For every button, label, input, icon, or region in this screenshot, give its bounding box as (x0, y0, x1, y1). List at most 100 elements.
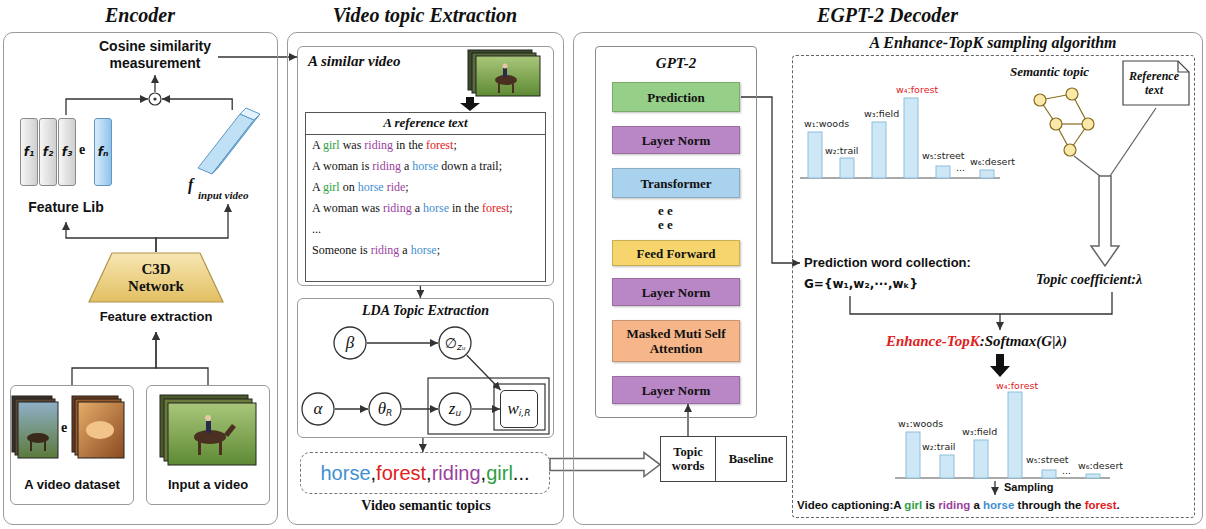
layer-box: Layer Norm (612, 126, 740, 154)
node-text: EGPT-2 Decoder (574, 4, 1201, 27)
label: e e (658, 204, 673, 218)
feature-vector: f₂ (39, 118, 57, 186)
connector (156, 204, 228, 252)
node-text: Prediction (647, 90, 705, 105)
label-slot: Semantic topic (1010, 64, 1089, 80)
node-text: C3D Network (121, 261, 191, 295)
node-subtext: A girl on horse ride; (306, 177, 545, 198)
variable-circle: θR (368, 392, 402, 426)
node-text: Layer Norm (642, 383, 711, 398)
node-text: Baseline (729, 452, 773, 466)
label: w₄:forest (896, 84, 938, 95)
merge-arrow (990, 354, 1010, 377)
node-text: Cosine similarity measurement (92, 38, 218, 72)
text-slot: GPT-2 (596, 55, 756, 72)
histogram (800, 178, 1000, 179)
histogram (940, 455, 954, 478)
input-feature-prism (198, 108, 260, 174)
label: Video captioning:A girl is riding a hors… (797, 499, 1193, 511)
node-text: Masked Muti Self Attention (613, 326, 739, 356)
label-slot: :Softmax(G|λ) (980, 333, 1067, 350)
video-frames (168, 403, 256, 465)
label: w₁:woods (898, 418, 943, 429)
connector (420, 286, 421, 298)
thick-arrow (460, 97, 480, 111)
node-subtext: A girl was riding in the forest; (306, 135, 545, 156)
node-text: β (346, 333, 354, 353)
label: w₃:field (864, 108, 899, 119)
histogram (980, 170, 994, 178)
label-slot: w₄:forest (896, 84, 938, 95)
topic-graph (1034, 94, 1046, 106)
node-text: A similar video (308, 53, 468, 70)
node-text: LDA Topic Extraction (298, 303, 553, 319)
video-frames (198, 441, 201, 455)
input-cell: Baseline (715, 436, 787, 482)
circle-outline (369, 393, 401, 425)
histogram (904, 98, 918, 178)
video-frames (30, 441, 32, 451)
video-frames (206, 421, 211, 433)
node-text: f₁ (24, 145, 34, 159)
feature-vector: f₃ (58, 118, 76, 186)
layer-box: Masked Muti Self Attention (612, 320, 740, 362)
node-text: z (449, 399, 456, 419)
trapezoid-outline (89, 253, 223, 302)
thick-arrow (460, 97, 480, 111)
merge-arrow (994, 481, 995, 495)
node-text: A reference text (306, 113, 545, 135)
layer-box: Prediction (612, 82, 740, 112)
label: w₅:street (922, 150, 965, 161)
input-cell: Topic words (660, 436, 716, 482)
feature-lib: Feature Lib f₁ f₂ f₃ fₙ (16, 115, 116, 222)
label: w₆:desert (970, 156, 1015, 167)
topic-graph (1082, 118, 1094, 130)
node-text: Video topic Extraction (288, 4, 562, 27)
connector (66, 99, 148, 115)
video-frames (512, 83, 514, 93)
variable-circle: β (333, 326, 367, 360)
node-text: fₙ (98, 145, 109, 159)
layer-box: Layer Norm (612, 376, 740, 404)
label-slot: ... (956, 162, 965, 173)
video-frames (498, 83, 500, 93)
panel: EncoderCosine similarity measurementFeat… (3, 32, 278, 525)
connector (422, 438, 423, 452)
text-slot: A similar video (308, 53, 468, 70)
circle-outline (302, 393, 334, 425)
dot-product-circle (153, 97, 156, 100)
video-frames (476, 56, 540, 96)
label: Enhance-TopK (886, 333, 980, 350)
text-slot: Feature extraction (76, 309, 236, 324)
connector (335, 408, 368, 409)
label: Semantic topic (1010, 64, 1089, 80)
gpt2-box: GPT-2PredictionLayer NormTransformerFeed… (595, 46, 757, 418)
node-subtext: A woman was riding a horse in the forest… (306, 198, 545, 219)
node-text: f₂ (43, 145, 53, 159)
histogram (895, 478, 1110, 479)
leader-arrow (154, 75, 155, 92)
lda-plates (494, 384, 545, 430)
histogram (906, 432, 920, 478)
hollow-arrow (550, 453, 660, 477)
label-slot: G={w₁,w₂,···,wₖ} (804, 277, 918, 291)
input-feature: finput video (186, 110, 270, 204)
video-frames (44, 441, 46, 451)
histogram (1008, 392, 1022, 478)
topic-graph (1050, 118, 1062, 130)
lda-box: LDA Topic Extractionβ∅zᵤαθRzuwi,R (297, 298, 554, 438)
word-node: wi,R (500, 390, 538, 428)
text-slot: Video semantic topics (291, 498, 561, 514)
text-slot: Feature Lib (16, 199, 116, 215)
node-text: A video dataset (11, 477, 133, 492)
node-subtext: R (386, 408, 392, 418)
connector (367, 342, 438, 343)
text-slot: A Enhance-TopK sampling algorithm (793, 34, 1193, 52)
label-slot: e e (658, 218, 673, 232)
text-slot: C3D Network (121, 256, 191, 300)
node-text: horse,forest,riding,girl... (320, 462, 529, 485)
layer-box: Transformer (612, 168, 740, 198)
node-text: Feature Lib (16, 199, 116, 215)
node-subtext: Someone is riding a horse; (306, 240, 545, 261)
